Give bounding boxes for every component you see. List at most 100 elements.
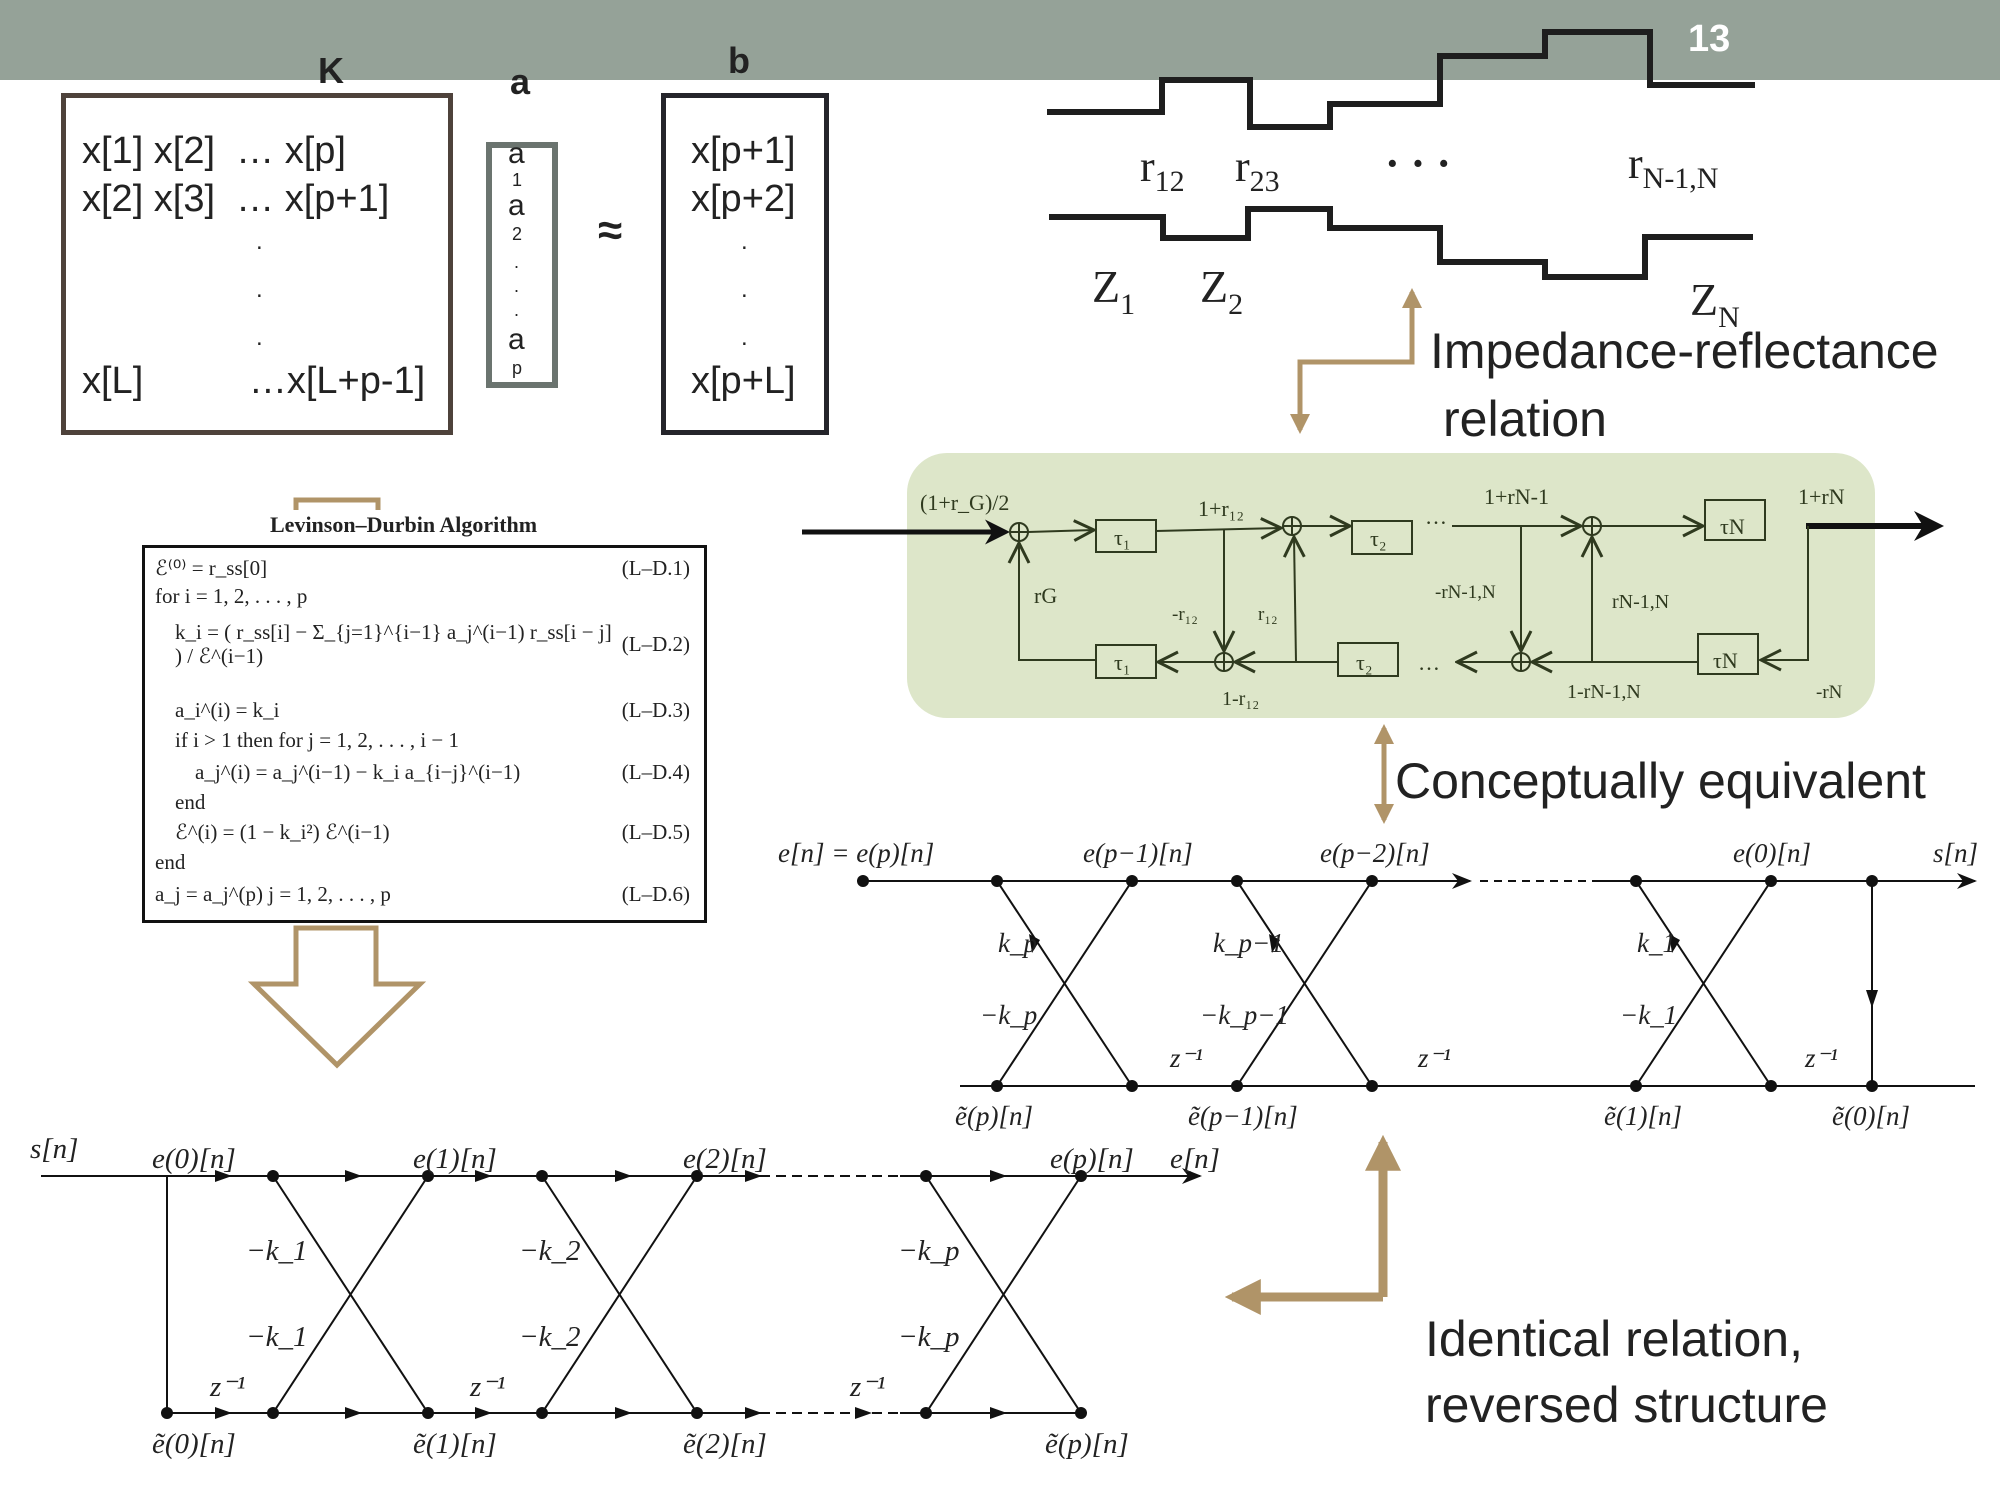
reflection-label-r23: r23	[1235, 142, 1280, 198]
a-entry-sub: p	[512, 358, 523, 378]
a-entry-sub: 2	[512, 224, 523, 244]
input-gain-label: (1+r_G)/2	[920, 490, 1009, 515]
ana-input-label: s[n]	[30, 1133, 78, 1165]
ana-delay-label: z⁻¹	[849, 1371, 885, 1403]
tau1-lower-label: τ₁	[1114, 650, 1131, 675]
reflection-label-r12: r12	[1140, 142, 1185, 198]
ld-line-6: a_j^(i) = a_j^(i−1) − k_i a_{i−j}^(i−1)	[195, 760, 521, 784]
b-row: x[p+L]	[691, 360, 796, 402]
tauN-lower-label: τN	[1713, 648, 1738, 673]
syn-bottom-label: ẽ(0)[n]	[1832, 1101, 1910, 1131]
ld-line-9: end	[155, 850, 186, 874]
impedance-link-arrow-icon	[1290, 300, 1415, 434]
header-band	[0, 0, 2000, 80]
b-row: x[p+1]	[691, 130, 796, 172]
rG-label: rG	[1034, 583, 1057, 608]
b-row-dot: .	[741, 276, 748, 303]
ld-tag-4: (L–D.4)	[621, 760, 690, 784]
a-vector-box: a 1 a 2 . . . a p	[486, 138, 558, 388]
syn-coef-label: k_p−1	[1213, 928, 1284, 958]
ana-bottom-label: ẽ(1)[n]	[413, 1428, 497, 1460]
ellipsis-upper: …	[1425, 504, 1447, 529]
syn-bottom-label: ẽ(p)[n]	[955, 1101, 1033, 1131]
syn-coef-label: −k_p−1	[1200, 1000, 1289, 1030]
ana-top-label: e(1)[n]	[413, 1143, 497, 1175]
syn-coef-label: −k_p	[980, 1000, 1037, 1030]
delay-box-tau2	[1351, 520, 1413, 555]
k-row-1: x[1] x[2] … x[p]	[82, 130, 346, 172]
ana-top-label: e[n]	[1170, 1143, 1220, 1175]
ld-line-1: ℰ⁽⁰⁾ = r_ss[0]	[155, 556, 268, 580]
b-vector-label: b	[728, 40, 750, 81]
a-vector-label: a	[510, 61, 531, 102]
r12-label: r₁₂	[1258, 604, 1278, 625]
b-row-dot: .	[741, 324, 748, 351]
impedance-label-z1: Z1	[1092, 261, 1135, 321]
delay-box-tau2-lower	[1337, 642, 1399, 677]
tube-ellipsis: · · ·	[1385, 139, 1451, 188]
ld-tag-2: (L–D.2)	[621, 632, 690, 656]
tauN-label: τN	[1720, 514, 1745, 539]
ld-line-4: a_i^(i) = k_i	[175, 698, 280, 722]
minus-r12-label: -r₁₂	[1172, 604, 1198, 625]
forward-gain-N1-label: 1+rN-1	[1484, 484, 1549, 509]
identical-relation-label: Identical relation,	[1425, 1311, 1804, 1367]
a-entry: a	[508, 323, 525, 356]
page-number: 13	[1688, 18, 1731, 60]
minus-rN-label: -rN	[1816, 682, 1843, 703]
a-entry-dot: .	[514, 252, 520, 272]
k-matrix-box: x[1] x[2] … x[p] x[2] x[3] … x[p+1] . . …	[61, 93, 453, 435]
ld-line-8: ℰ^(i) = (1 − k_i²) ℰ^(i−1)	[175, 820, 390, 844]
syn-bottom-label: ẽ(1)[n]	[1604, 1101, 1682, 1131]
syn-coef-label: k_1	[1637, 928, 1676, 958]
reflection-label-rN: rN-1,N	[1628, 139, 1718, 195]
ld-tag-6: (L–D.6)	[621, 882, 690, 906]
impedance-reflectance-label: Impedance-reflectance	[1430, 323, 1939, 379]
impedance-label-z2: Z2	[1200, 261, 1243, 321]
synthesis-lattice	[857, 873, 1977, 1092]
ld-line-10: a_j = a_j^(p) j = 1, 2, . . . , p	[155, 882, 391, 906]
approx-symbol: ≈	[598, 206, 623, 255]
syn-top-label: s[n]	[1933, 838, 1978, 868]
syn-delay-label: z⁻¹	[1804, 1043, 1838, 1073]
ana-top-label: e(p)[n]	[1050, 1143, 1134, 1175]
b-row: x[p+2]	[691, 178, 796, 220]
syn-coef-label: k_p	[998, 928, 1037, 958]
rN1N-label: rN-1,N	[1612, 591, 1669, 613]
k-row-dot: .	[256, 228, 263, 255]
a-entry-dot: .	[514, 300, 520, 320]
output-gain-label: 1+rN	[1798, 484, 1845, 509]
tube-upper-wall	[1047, 29, 1755, 130]
levinson-algorithm-box: ℰ⁽⁰⁾ = r_ss[0] (L–D.1) for i = 1, 2, . .…	[142, 545, 707, 923]
syn-coef-label: −k_1	[1620, 1000, 1677, 1030]
k-row-2: x[2] x[3] … x[p+1]	[82, 178, 390, 220]
waveguide-panel: (1+r_G)/2 τ₁ τ₂ τN τ₁ τ₂ τN 1+r₁₂ 1+rN-1…	[802, 453, 1944, 718]
ana-bottom-label: ẽ(0)[n]	[152, 1428, 236, 1460]
a-entry-sub: 1	[512, 170, 523, 190]
forward-gain-1-label: 1+r₁₂	[1198, 496, 1244, 521]
syn-delay-label: z⁻¹	[1169, 1043, 1203, 1073]
tube-lower-wall	[1049, 206, 1753, 280]
delay-box-tauN-lower	[1697, 633, 1759, 675]
a-entry: a	[508, 137, 525, 170]
a-entry: a	[508, 189, 525, 222]
ellipsis-lower: …	[1418, 650, 1440, 675]
reversed-structure-label: reversed structure	[1425, 1377, 1828, 1433]
analysis-lattice	[41, 1168, 1202, 1419]
b-vector-box: x[p+1] x[p+2] . . . x[p+L]	[661, 93, 829, 435]
synthesis-lattice-labels: e[n] = e(p)[n] e(p−1)[n] e(p−2)[n] e(0)[…	[778, 838, 1978, 1131]
tau1-label: τ₁	[1114, 525, 1131, 550]
minus-rN1N-label: -rN-1,N	[1435, 582, 1496, 603]
ld-line-2: for i = 1, 2, . . . , p	[155, 584, 308, 608]
ana-coef-label: −k_p	[898, 1321, 959, 1353]
a-entry-dot: .	[514, 276, 520, 296]
ld-tag-5: (L–D.5)	[621, 820, 690, 844]
ana-delay-label: z⁻¹	[469, 1371, 505, 1403]
ana-coef-label: −k_2	[519, 1321, 580, 1353]
syn-bottom-label: ẽ(p−1)[n]	[1188, 1101, 1298, 1131]
ana-coef-label: −k_1	[246, 1321, 307, 1353]
ana-coef-label: −k_p	[898, 1235, 959, 1267]
relation-label: relation	[1443, 391, 1607, 447]
syn-delay-label: z⁻¹	[1417, 1043, 1451, 1073]
syn-top-label: e(p−1)[n]	[1083, 838, 1193, 868]
